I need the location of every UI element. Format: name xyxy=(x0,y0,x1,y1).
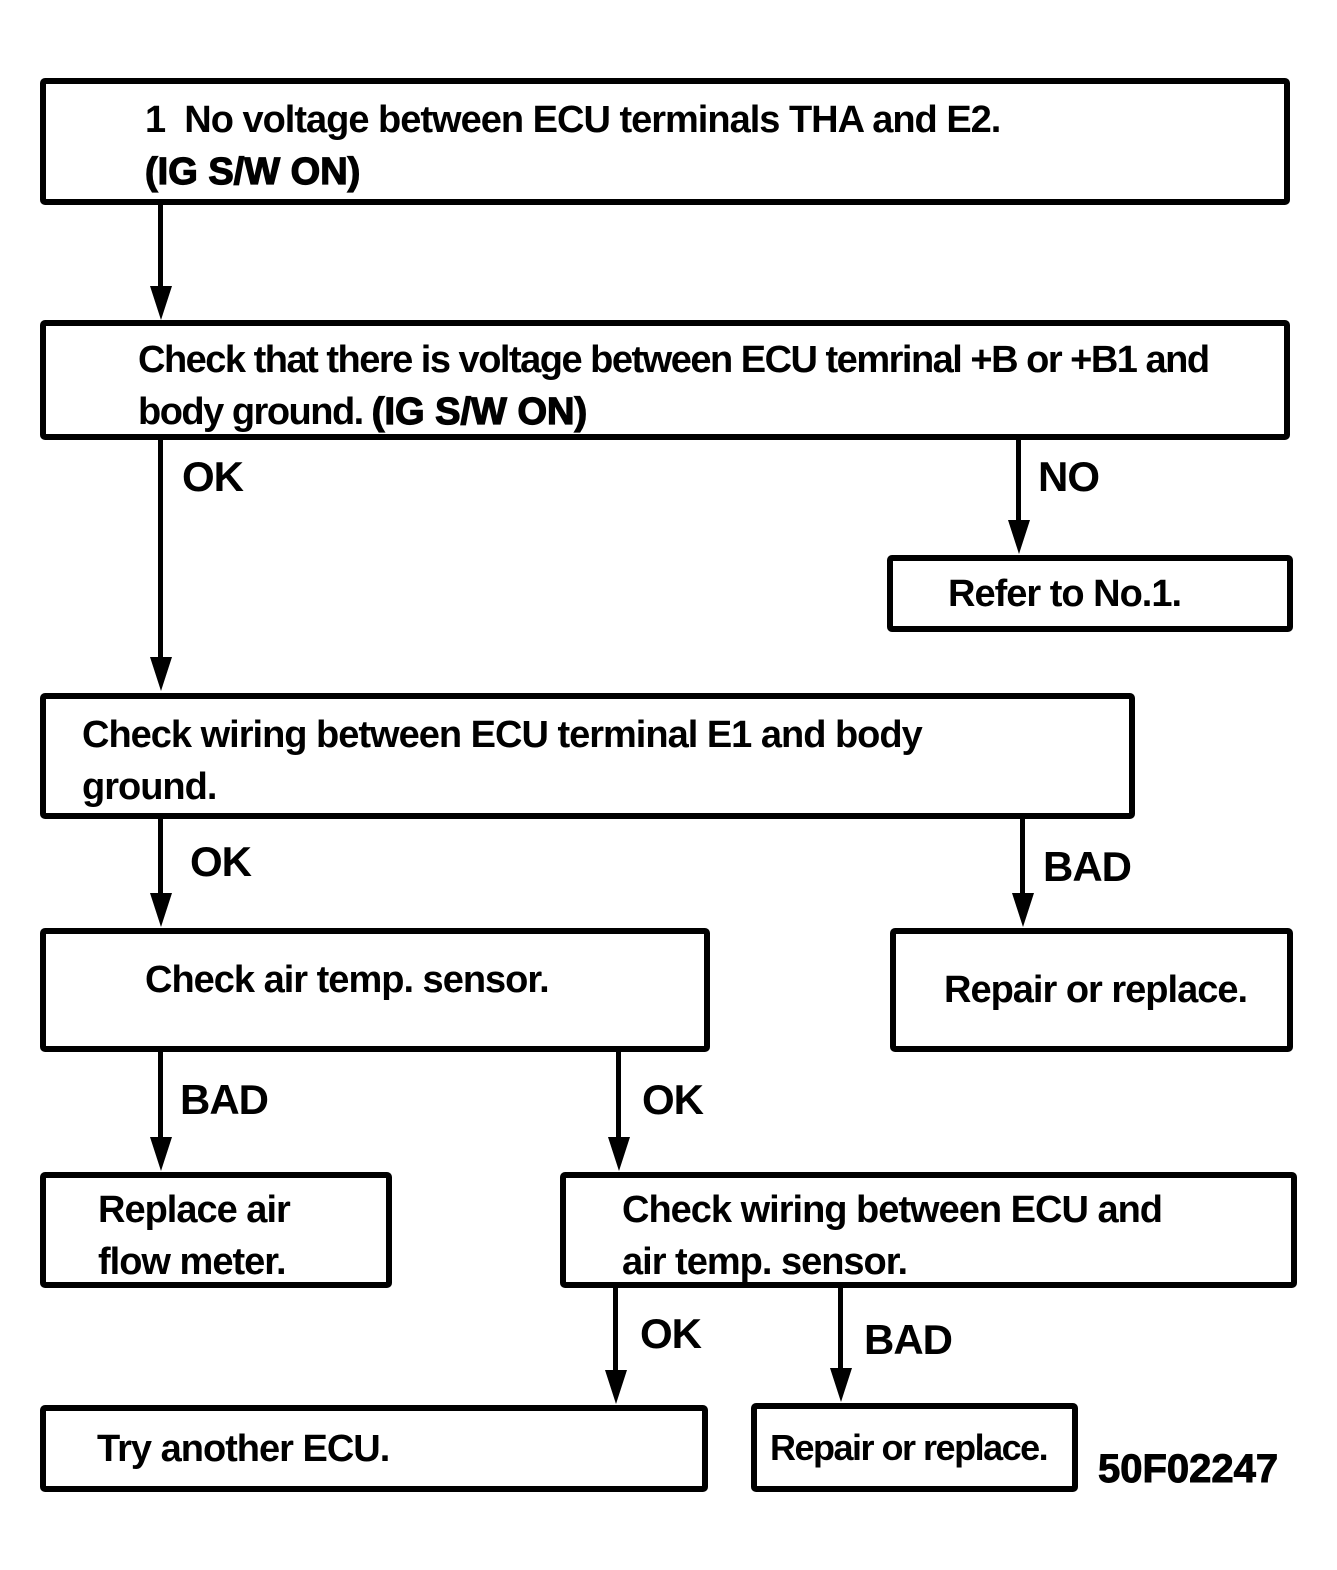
edge-check-air-temp-bad xyxy=(158,1052,163,1137)
node-replace-air-flow-meter-line1: Replace air xyxy=(98,1189,291,1231)
node-no-voltage-line2: (IG S/W ON) xyxy=(144,150,361,193)
edge-check-air-temp-ok xyxy=(616,1052,621,1137)
figure-code: 50F02247 xyxy=(1097,1447,1279,1492)
edge-label-bad-3: BAD xyxy=(864,1316,953,1363)
node-no-voltage-line1: 1 No voltage between ECU terminals THA a… xyxy=(145,99,1001,141)
edge-label-bad-2: BAD xyxy=(180,1076,269,1123)
node-repair-or-replace-bottom-text: Repair or replace. xyxy=(770,1426,1049,1468)
node-refer-to-no1-text: Refer to No.1. xyxy=(948,572,1182,615)
node-replace-air-flow-meter-line2: flow meter. xyxy=(98,1241,287,1283)
edge-label-bad-1: BAD xyxy=(1043,843,1132,890)
edge-check-voltage-no xyxy=(1016,440,1021,520)
node-check-wiring-ecu-sensor-line2: air temp. sensor. xyxy=(622,1241,908,1283)
node-try-another-ecu: Try another ECU. xyxy=(40,1405,708,1492)
node-try-another-ecu-text: Try another ECU. xyxy=(97,1427,390,1470)
edge-check-wiring-e1-ok xyxy=(158,819,163,893)
node-check-wiring-e1-line1: Check wiring between ECU terminal E1 and… xyxy=(82,714,923,756)
node-check-wiring-ecu-sensor: Check wiring between ECU and air temp. s… xyxy=(560,1172,1297,1288)
ig-sw-on-bold: (IG S/W ON) xyxy=(371,390,588,433)
node-repair-or-replace-upper: Repair or replace. xyxy=(890,928,1293,1052)
node-replace-air-flow-meter: Replace air flow meter. xyxy=(40,1172,392,1288)
node-check-voltage-line2: body ground. (IG S/W ON) xyxy=(138,390,588,433)
node-check-voltage-line1: Check that there is voltage between ECU … xyxy=(138,339,1210,381)
edge-label-ok-4: OK xyxy=(640,1310,702,1357)
edge-label-ok-3: OK xyxy=(642,1076,704,1123)
node-check-air-temp-sensor: Check air temp. sensor. xyxy=(40,928,710,1052)
node-check-air-temp-sensor-text: Check air temp. sensor. xyxy=(145,959,550,1001)
node-check-wiring-ecu-sensor-line1: Check wiring between ECU and xyxy=(622,1189,1163,1231)
node-check-voltage-plus-b: Check that there is voltage between ECU … xyxy=(40,320,1290,440)
node-repair-or-replace-bottom: Repair or replace. xyxy=(751,1403,1078,1492)
edge-check-wiring-sensor-bad xyxy=(838,1288,843,1368)
edge-check-voltage-ok xyxy=(158,440,163,657)
node-check-wiring-e1-line2: ground. xyxy=(82,766,217,808)
node-refer-to-no1: Refer to No.1. xyxy=(887,555,1293,632)
node-check-wiring-e1: Check wiring between ECU terminal E1 and… xyxy=(40,693,1135,819)
edge-check-wiring-sensor-ok xyxy=(613,1288,618,1370)
edge-label-ok-2: OK xyxy=(190,838,252,885)
node-repair-or-replace-upper-text: Repair or replace. xyxy=(944,969,1248,1011)
edge-label-no-1: NO xyxy=(1038,453,1100,500)
edge-label-ok-1: OK xyxy=(182,453,244,500)
edge-check-wiring-e1-bad xyxy=(1020,819,1025,893)
node-no-voltage-tha-e2: 1 No voltage between ECU terminals THA a… xyxy=(40,78,1290,205)
edge-start-to-check-voltage xyxy=(158,205,163,286)
